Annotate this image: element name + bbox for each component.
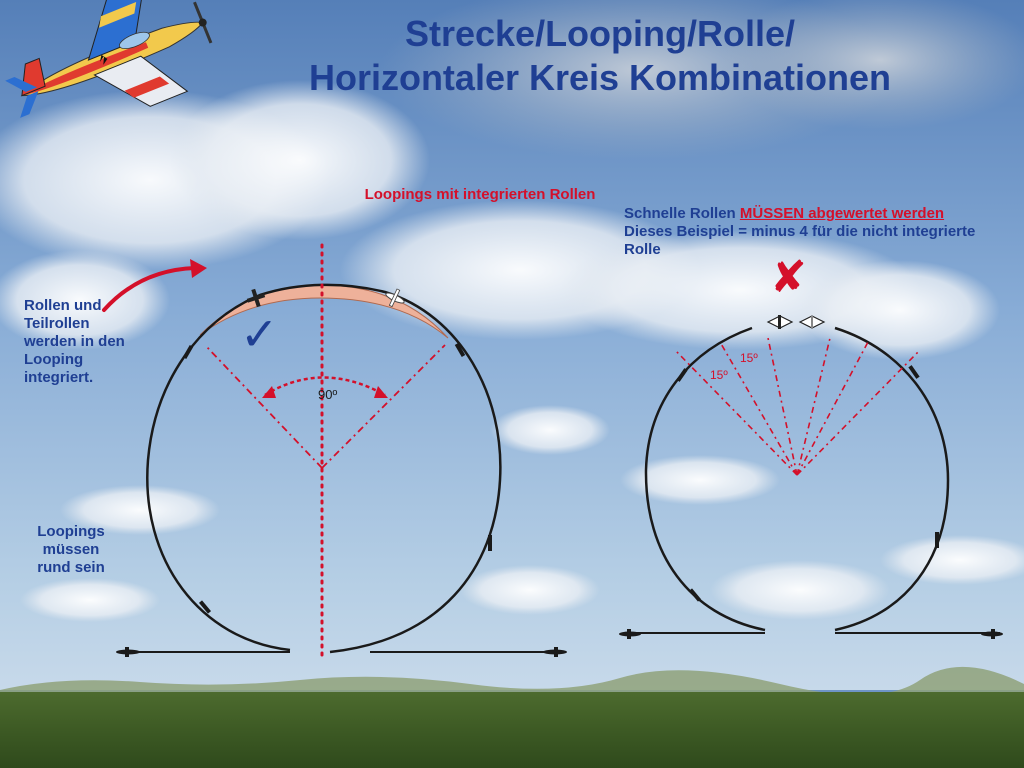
page-title: Strecke/Looping/Rolle/ Horizontaler Krei… [250, 12, 950, 100]
radius-line-right [321, 344, 446, 469]
check-mark-icon: ✓ [240, 307, 279, 361]
angle-label-90: 90º [318, 387, 337, 402]
tick-mark [182, 344, 194, 360]
title-line-1: Strecke/Looping/Rolle/ [404, 13, 796, 54]
airplane-icon [619, 629, 641, 639]
right-loop: 15º 15º ✘ [619, 252, 1003, 639]
round-loop-note: Loopings müssen rund sein [37, 523, 105, 576]
pointer-arrowhead [190, 259, 207, 278]
grass-ground [0, 692, 1024, 768]
left-loop: 90º [102, 243, 567, 662]
angle-arc [264, 376, 386, 397]
tick-mark [908, 365, 920, 379]
angle-arrow-left [262, 386, 276, 398]
tick-mark [454, 342, 466, 358]
tick-mark [198, 600, 212, 614]
penalty-emphasis: MÜSSEN abgewertet werden [739, 205, 945, 222]
airplane-icon [385, 288, 405, 308]
tick-mark [688, 588, 702, 602]
tick-mark [488, 535, 492, 551]
angle-label-15: 15º [740, 351, 758, 365]
pointer-arrow [102, 266, 197, 312]
angle-arrow-right [374, 386, 388, 398]
airplane-icon [981, 629, 1003, 639]
penalty-example: Dieses Beispiel = minus 4 für die nicht … [624, 223, 976, 258]
tick-mark [676, 368, 688, 382]
airplane-icon [766, 315, 794, 329]
loop-circle [644, 326, 950, 632]
cross-mark-icon: ✘ [770, 252, 807, 303]
radial-lines [674, 337, 921, 476]
airplane-icon [543, 647, 567, 657]
radius-line-left [204, 344, 323, 469]
tick-mark [935, 532, 939, 548]
penalty-prefix: Schnelle Rollen [624, 205, 740, 222]
airplane-icon [246, 288, 266, 308]
airplane-icon [798, 315, 826, 329]
roll-integration-note: Rollen und Teilrollen werden in den Loop… [24, 297, 125, 386]
clouds [0, 0, 1024, 622]
aerobatic-plane-icon [5, 0, 213, 118]
title-line-2: Horizontaler Kreis Kombinationen [308, 57, 892, 98]
angle-label-15: 15º [710, 368, 728, 382]
hills [0, 666, 1024, 700]
airplane-icon [116, 647, 140, 657]
integrated-rolls-note: Loopings mit integrierten Rollen [364, 186, 596, 203]
fast-roll-penalty-note: Schnelle Rollen MÜSSEN abgewertet werden… [624, 205, 1004, 259]
